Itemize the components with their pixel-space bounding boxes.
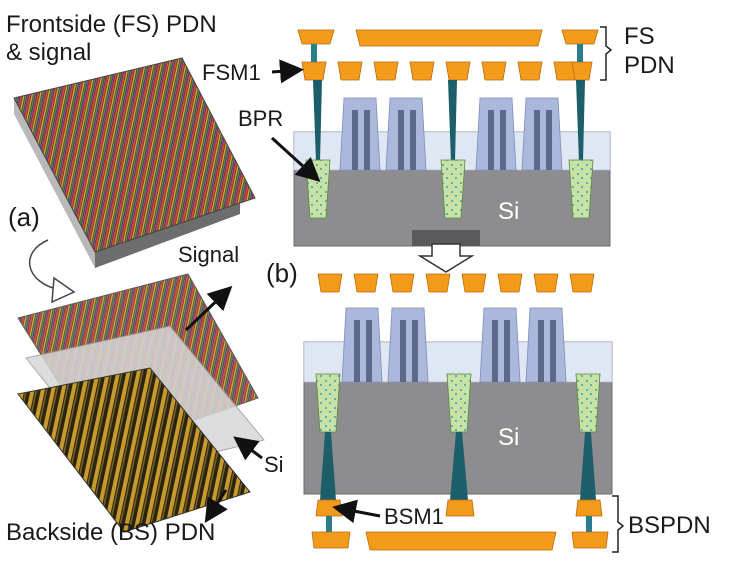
bs-bottom-metal bbox=[571, 531, 609, 549]
si-pointer bbox=[233, 436, 263, 461]
bs-bottom-metal bbox=[365, 531, 557, 551]
bs-tsv bbox=[320, 432, 336, 500]
bpr-rail bbox=[315, 373, 341, 433]
fin-group-bottom bbox=[341, 307, 567, 383]
backside-pointer bbox=[204, 489, 228, 524]
fsm1-row bbox=[301, 61, 593, 81]
bsm1-pad bbox=[445, 499, 475, 517]
flip-arrow-icon bbox=[22, 233, 76, 304]
fs-pdn-label: PDN bbox=[624, 52, 675, 79]
bs-tsv bbox=[580, 432, 596, 500]
bpr-rail bbox=[568, 159, 594, 219]
fsm1-pointer bbox=[271, 59, 304, 84]
fs-top-metal bbox=[297, 29, 335, 45]
fs-label: FS bbox=[624, 23, 655, 50]
fs-cross-section bbox=[293, 26, 613, 247]
down-arrow-icon bbox=[412, 230, 480, 273]
si-bottom-label: Si bbox=[498, 424, 520, 451]
bs-bottom-metal bbox=[311, 531, 351, 549]
si-top-label: Si bbox=[498, 198, 520, 225]
panel-b-label: (b) bbox=[266, 258, 298, 288]
bpr-pointer bbox=[270, 136, 321, 183]
bpr-rail bbox=[446, 373, 472, 433]
bs-tsv bbox=[450, 432, 468, 500]
fs-via bbox=[313, 80, 322, 162]
bsm1-label: BSM1 bbox=[384, 504, 444, 529]
bpr-rail bbox=[575, 373, 601, 433]
fs-via bbox=[448, 80, 457, 162]
bspdn-label: BSPDN bbox=[628, 512, 711, 539]
signal-pointer bbox=[184, 285, 233, 332]
panel-a-label: (a) bbox=[8, 202, 40, 232]
frontside-chip bbox=[13, 57, 256, 268]
fin-group bbox=[339, 97, 563, 171]
backside-pdn-layer bbox=[17, 367, 251, 533]
fs-via bbox=[576, 80, 585, 162]
fs-pdn-bracket bbox=[600, 26, 613, 81]
fs-top-metal bbox=[355, 29, 543, 47]
backside-label: Backside (BS) PDN bbox=[6, 519, 216, 546]
bsm1-pointer bbox=[332, 499, 381, 524]
bs-cross-section bbox=[303, 273, 625, 553]
bsm1-pad bbox=[575, 499, 603, 517]
bpr-label: BPR bbox=[238, 106, 284, 131]
bpr-rail bbox=[305, 159, 331, 219]
bs-top-metal-row bbox=[317, 273, 595, 293]
frontside-label: Frontside (FS) PDN bbox=[6, 11, 217, 38]
fs-top-metal bbox=[561, 29, 599, 45]
fsm1-label: FSM1 bbox=[202, 60, 261, 85]
bpr-rail bbox=[440, 159, 466, 219]
bspdn-bracket bbox=[612, 495, 625, 553]
signal-label: Signal bbox=[178, 242, 240, 267]
frontside-signal-label: & signal bbox=[6, 39, 92, 66]
si-stack-label: Si bbox=[264, 452, 284, 477]
